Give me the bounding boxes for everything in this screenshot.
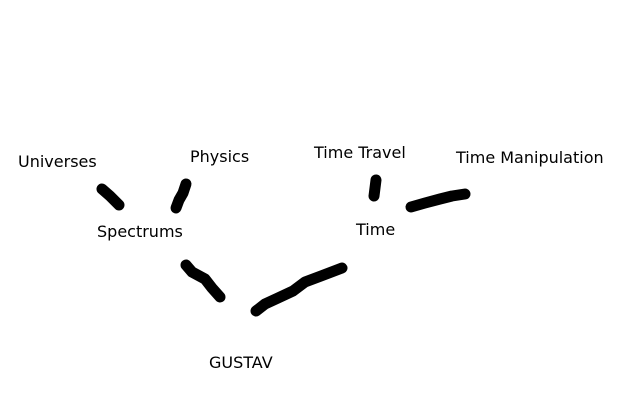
- node-physics: Physics: [190, 147, 250, 166]
- node-time-travel: Time Travel: [314, 143, 406, 162]
- node-universes: Universes: [18, 152, 97, 171]
- node-spectrums: Spectrums: [97, 222, 183, 241]
- connector-gustav-spectrums: [180, 259, 226, 303]
- node-time: Time: [356, 220, 396, 239]
- connector-time-timetravel: [368, 174, 382, 202]
- node-time-manipulation: Time Manipulation: [456, 148, 604, 167]
- connector-time-timemanipulation: [405, 188, 471, 213]
- connector-spectrums-universes: [96, 183, 125, 211]
- node-gustav: GUSTAV: [209, 353, 273, 372]
- connector-gustav-time: [250, 262, 348, 317]
- connector-spectrums-physics: [170, 178, 192, 214]
